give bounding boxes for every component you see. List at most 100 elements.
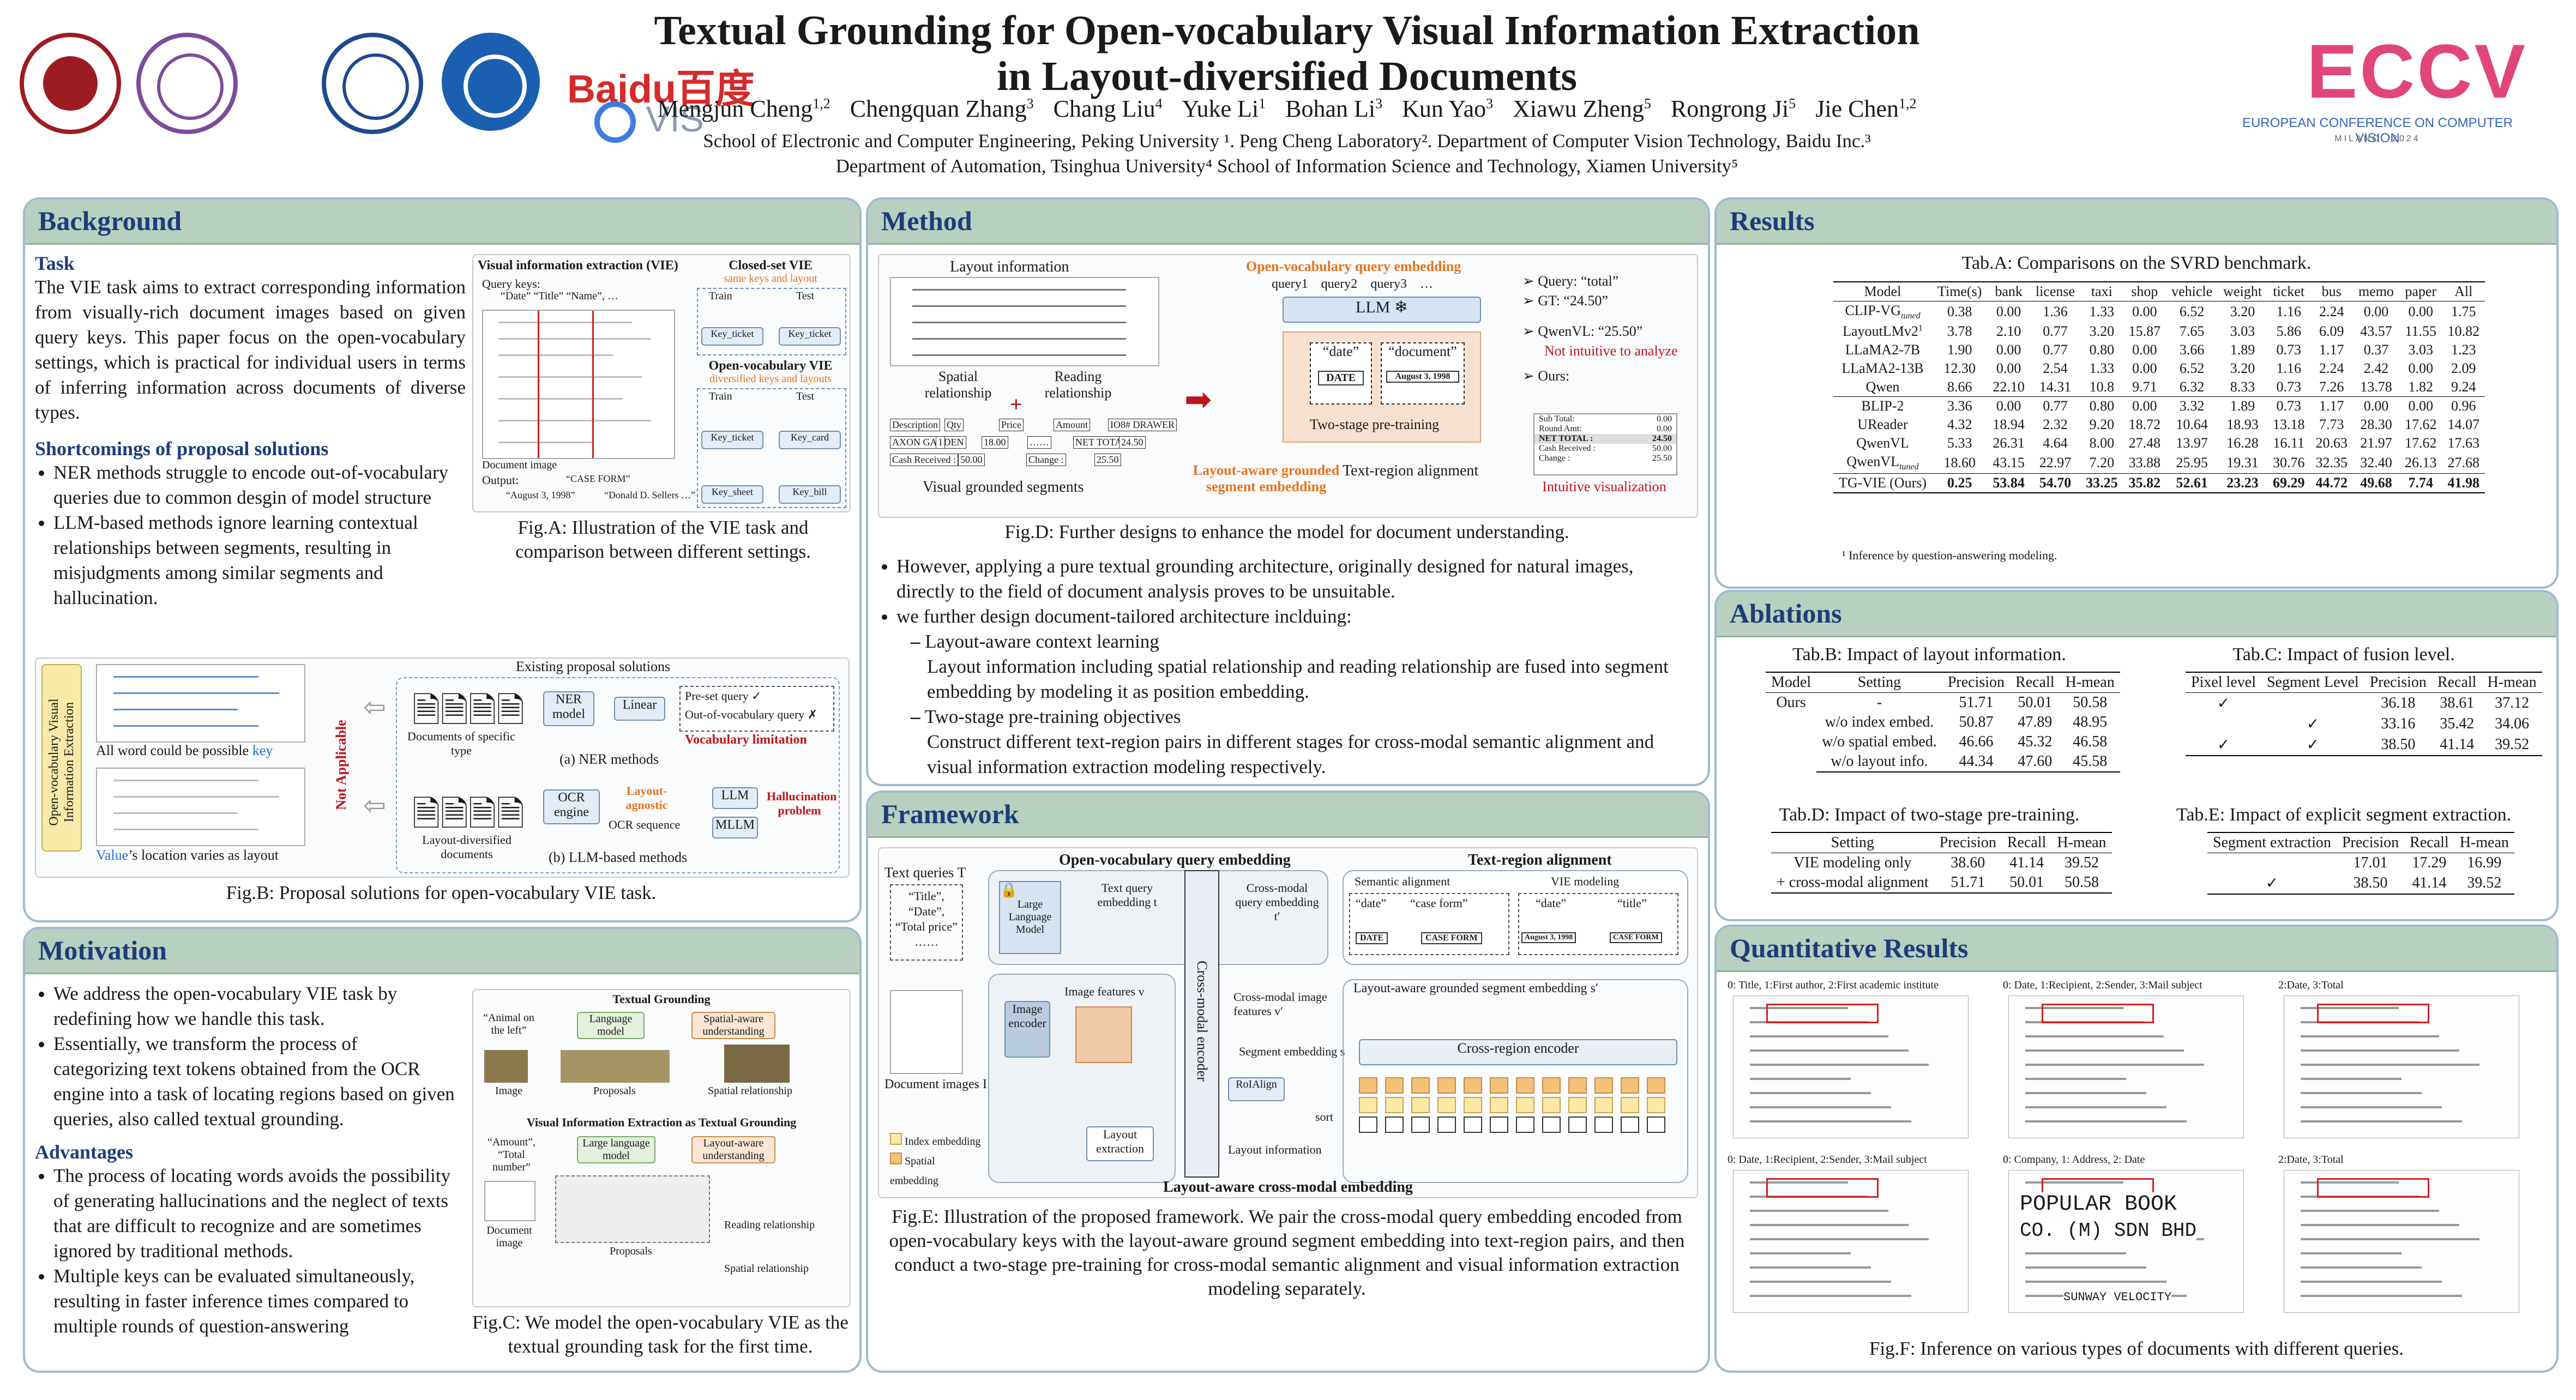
figure-b: Open-vocabulary Visual Information Extra… (35, 657, 850, 878)
segment-cell: Price (999, 419, 1024, 431)
text-line (2025, 1035, 2164, 1037)
panel-method: Method Layout information Spatial relati… (866, 197, 1710, 786)
segment-cell: 25.50 (1094, 454, 1121, 466)
result-cell: 0: Date, 1:Recipient, 2:Sender, 3:Mail s… (2003, 979, 2265, 1143)
llm-methods-label: (b) LLM-based methods (549, 849, 688, 865)
panel-heading: Method (881, 206, 972, 236)
mllm-box: MLLM (712, 817, 758, 838)
key-box: Key_ticket (701, 431, 763, 449)
table-cell: 49.68 (2352, 473, 2399, 494)
result-doc (1733, 1170, 1969, 1313)
llm-box: LLM (712, 787, 758, 809)
table-cell: 1.82 (2408, 379, 2433, 395)
sub-item-title: Layout-aware context learning (925, 631, 1159, 652)
table-cell: 22.97 (2039, 455, 2072, 471)
table-cell: 41.98 (2442, 473, 2485, 494)
table-cell: 50.87 (1959, 714, 1994, 731)
table-header-cell: H-mean (2051, 832, 2112, 853)
table-cell: 1.33 (2089, 360, 2115, 377)
text-line (2025, 1106, 2166, 1108)
logo-baidu: Baidu百度 (567, 68, 755, 111)
table-cell: 45.32 (2018, 733, 2053, 750)
table-cell: 0.00 (2132, 360, 2157, 377)
table-cell: 17.62 (2404, 435, 2437, 451)
author-name: Bohan Li3 (1285, 95, 1383, 122)
figure-e-caption: Fig.E: Illustration of the proposed fram… (889, 1206, 1685, 1299)
grounding-box (1766, 1004, 1879, 1023)
value-location-label: Value’s location varies as layout (96, 847, 279, 864)
sort-label: sort (1315, 1110, 1333, 1124)
author-name: Jie Chen1,2 (1815, 95, 1917, 122)
table-cell: 32.35 (2315, 455, 2348, 471)
intuitive-label: Intuitive visualization (1542, 479, 1666, 494)
table-cell: 43.57 (2360, 323, 2392, 340)
layout-aware-box: Layout-aware understanding (691, 1136, 775, 1163)
llm-label: LLM (1356, 298, 1391, 316)
llm-label: Large Language Model (1008, 898, 1052, 936)
vie-title: Visual information extraction (VIE) (478, 258, 678, 273)
spatial-embedding (1437, 1077, 1456, 1094)
legend-box: Index embedding Spatial embedding (890, 1132, 983, 1191)
table-cell: 35.42 (2440, 715, 2475, 732)
check-icon: ✓ (751, 689, 762, 703)
query-item: “Total price” (895, 920, 958, 933)
language-model-box: Language model (577, 1012, 645, 1039)
shortcomings-subheading: Shortcomings of proposal solutions (35, 438, 329, 460)
word-key-label: All word could be possible key (96, 743, 273, 759)
panel-header: Ablations (1717, 592, 2556, 637)
table-cell: 7.26 (2319, 379, 2344, 395)
visual-segments-label: Visual grounded segments (923, 479, 1084, 496)
shortcomings-list: NER methods struggle to encode out-of-vo… (35, 460, 466, 611)
text-line (2301, 1007, 2399, 1009)
arrow-left-icon: ⇦ (363, 790, 386, 820)
table-cell (2186, 714, 2261, 734)
legend-spatial-text: Spatial embedding (890, 1155, 938, 1187)
table-c-caption: Tab.C: Impact of fusion level. (2232, 644, 2455, 665)
segment-cell: Qty (944, 419, 964, 431)
table-cell: 1.17 (2319, 342, 2344, 358)
segment-cell: AXON GARDEN (890, 436, 966, 449)
qwen-text: QwenVL: “25.50” (1538, 323, 1643, 339)
output-value: “Donald D. Sellers …” (604, 490, 695, 500)
segment-cell: IO8# DRAWER (1108, 419, 1177, 431)
value-location-text: ’s location varies as layout (128, 847, 279, 863)
motivation-item: Essentially, we transform the process of… (53, 1031, 455, 1132)
table-cell: 41.14 (2431, 734, 2482, 756)
table-cell: 3.20 (2089, 323, 2115, 340)
table-cell: 5.33 (1947, 435, 1972, 451)
author-name: Rongrong Ji5 (1670, 95, 1796, 122)
panel-motivation: Motivation We address the open-vocabular… (23, 927, 862, 1373)
shortcoming-item: LLM-based methods ignore learning contex… (53, 510, 466, 611)
tg-title: Textual Grounding (612, 992, 711, 1006)
panel-heading: Ablations (1730, 598, 1842, 629)
index-embedding (1385, 1097, 1404, 1113)
receipt-value: 25.50 (1652, 454, 1672, 463)
spatial-embedding (1464, 1077, 1482, 1094)
token-column (1542, 1077, 1561, 1133)
segment-embedding (1594, 1117, 1613, 1133)
table-cell: 1.16 (2276, 304, 2301, 320)
table-cell: 50.01 (2001, 873, 2052, 894)
text-line (2301, 1210, 2439, 1212)
text-line (1750, 1252, 1851, 1254)
table-cell: 0.00 (2123, 396, 2166, 416)
table-cell: 18.93 (2226, 417, 2259, 433)
text-line (1750, 1049, 1909, 1052)
figure-e: Text queries T “Title”,“Date”,“Total pri… (878, 847, 1698, 1198)
animal-query: “Animal on the left” (483, 1012, 534, 1036)
figure-c: Textual Grounding “Animal on the left” L… (472, 989, 851, 1307)
receipt-row: Round Amt:0.00 (1534, 424, 1676, 434)
table-cell: 0.00 (1987, 396, 2030, 416)
token-column (1385, 1077, 1404, 1133)
table-cell: 47.89 (2018, 714, 2053, 731)
table-cell: 2.24 (2319, 360, 2344, 377)
table-cell: 10.82 (2447, 323, 2479, 340)
table-cell: 0.73 (2276, 379, 2301, 395)
